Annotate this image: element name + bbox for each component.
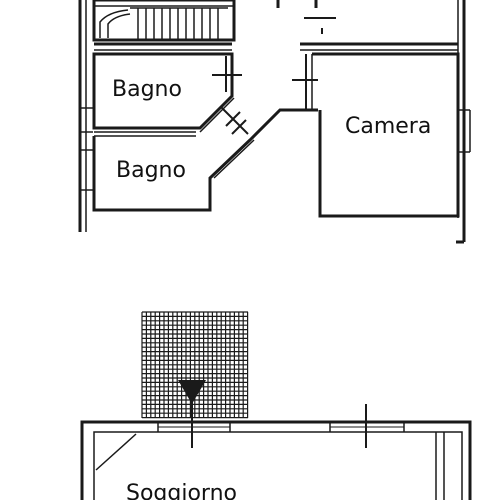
bagno-upper-room xyxy=(92,52,234,130)
room-label-bagno-upper: Bagno xyxy=(112,77,182,102)
upper-partitions xyxy=(94,0,458,51)
hatched-void-area xyxy=(141,311,249,419)
camera-room xyxy=(312,52,460,218)
room-label-bagno-lower: Bagno xyxy=(116,158,186,183)
bagno-lower-door xyxy=(221,107,249,135)
entrance-arrow-icon xyxy=(178,380,206,404)
camera-window xyxy=(458,109,471,153)
room-label-camera: Camera xyxy=(345,114,431,139)
bagno-upper-door xyxy=(212,56,242,92)
room-label-soggiorno: Soggiorno xyxy=(126,481,237,500)
staircase xyxy=(92,0,236,42)
lower-floor-walls xyxy=(80,400,472,500)
bagno-lower-room xyxy=(92,108,318,212)
